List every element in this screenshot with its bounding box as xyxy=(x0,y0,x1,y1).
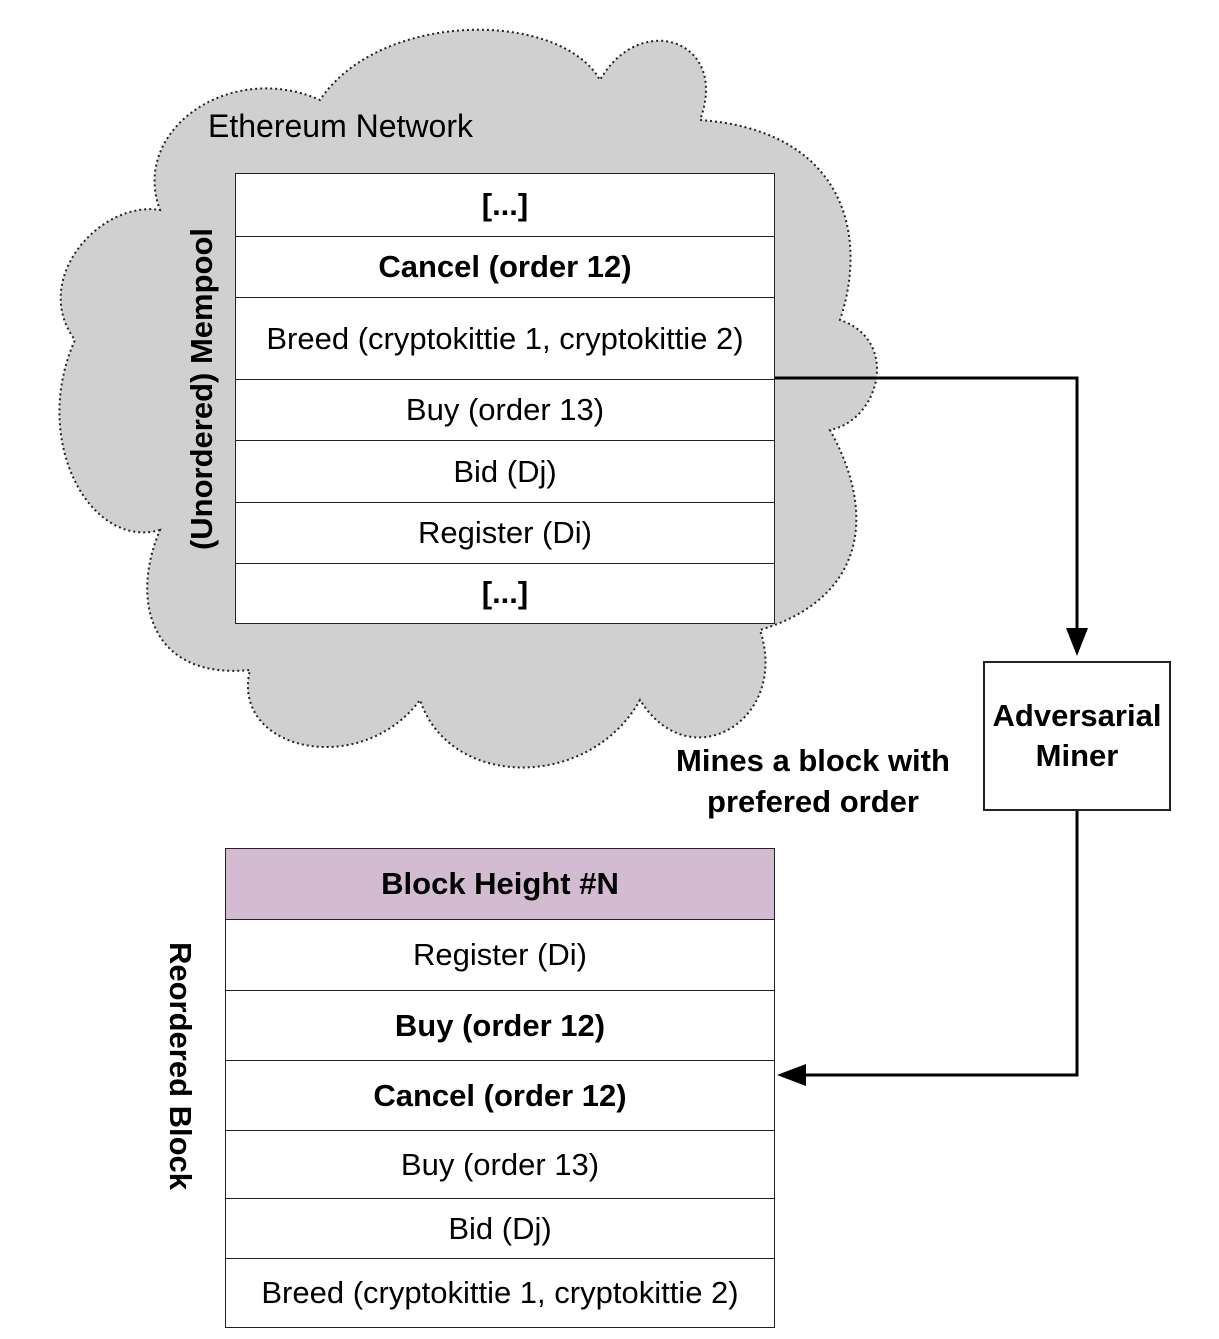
network-title: Ethereum Network xyxy=(208,108,473,144)
block-row: Cancel (order 12) xyxy=(226,1060,774,1130)
miner-to-block-arrow xyxy=(802,811,1079,1077)
mempool-to-miner-arrowhead xyxy=(1066,628,1088,656)
mempool-row: Bid (Dj) xyxy=(236,440,774,502)
block-header: Block Height #N xyxy=(226,849,774,919)
mempool-label: (Unordered) Mempool xyxy=(184,227,219,551)
block-row: Buy (order 12) xyxy=(226,990,774,1060)
miner-to-block-arrowhead xyxy=(777,1064,806,1086)
mines-label-line1: Mines a block with xyxy=(676,743,950,778)
block-table: Block Height #N Register (Di) Buy (order… xyxy=(225,848,775,1328)
mempool-row: Breed (cryptokittie 1, cryptokittie 2) xyxy=(236,297,774,379)
block-row: Breed (cryptokittie 1, cryptokittie 2) xyxy=(226,1258,774,1326)
miner-label-line1: Adversarial xyxy=(992,698,1162,733)
mempool-table: [...] Cancel (order 12) Breed (cryptokit… xyxy=(235,173,775,624)
adversarial-miner-box: Adversarial Miner xyxy=(983,661,1171,811)
mempool-row: Cancel (order 12) xyxy=(236,236,774,297)
block-row: Buy (order 13) xyxy=(226,1130,774,1198)
mines-block-label: Mines a block with prefered order xyxy=(660,740,966,822)
mempool-to-miner-arrow xyxy=(770,376,1079,632)
mempool-row: Register (Di) xyxy=(236,502,774,563)
reordered-block-label: Reordered Block xyxy=(163,941,198,1191)
block-row: Register (Di) xyxy=(226,919,774,990)
mines-label-line2: prefered order xyxy=(707,784,919,819)
mempool-row: [...] xyxy=(481,187,529,222)
mempool-row: [...] xyxy=(236,563,774,622)
miner-label-line2: Miner xyxy=(1035,738,1119,773)
block-row: Bid (Dj) xyxy=(226,1198,774,1258)
mempool-row: Buy (order 13) xyxy=(236,379,774,440)
